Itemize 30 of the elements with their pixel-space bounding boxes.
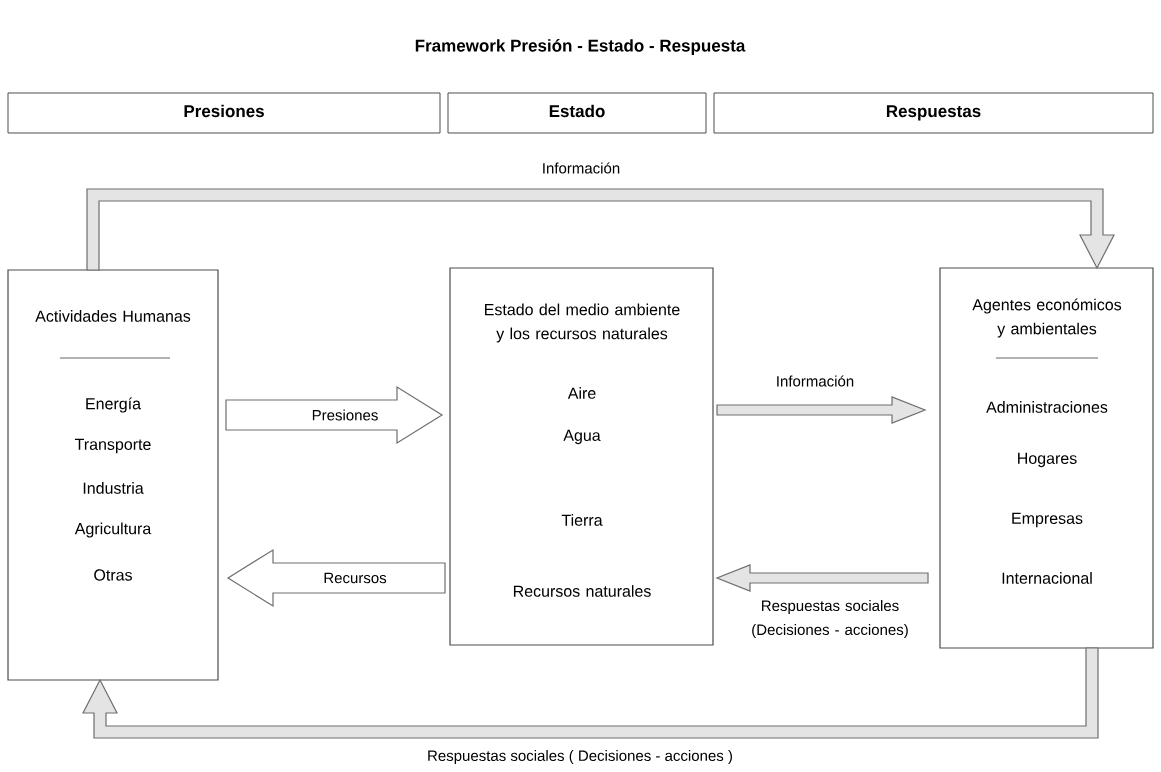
box-heading: Agentes económicos y ambientales [972, 298, 1122, 338]
list-item: Administraciones [986, 401, 1108, 413]
block-arrow [715, 564, 929, 592]
box-heading: Actividades Humanas [35, 310, 191, 322]
header-box: Presiones [7, 92, 441, 134]
list-item: Recursos naturales [513, 585, 651, 597]
list-item: Otras [94, 569, 132, 581]
list-item: Industria [83, 482, 144, 494]
title: Framework Presión - Estado - Respuesta [415, 39, 746, 55]
edge-label: Respuestas sociales (Decisiones - acciones) [752, 600, 908, 638]
box-heading: Estado del medio ambiente y los recursos naturales [485, 303, 680, 343]
header-box: Respuestas [713, 92, 1154, 134]
list-item: Agua [563, 429, 601, 445]
edge-label: Información [543, 162, 620, 174]
list-item: Empresas [1012, 512, 1083, 528]
block-arrow [86, 188, 1115, 271]
edge-label: Respuestas sociales ( Decisiones - acciones ) [428, 750, 732, 764]
list-item: Transporte [75, 438, 151, 454]
block-arrow [82, 647, 1099, 739]
list-item: Internacional [1002, 572, 1092, 584]
list-item: Aire [567, 387, 596, 399]
block-arrow [716, 396, 927, 424]
edge-label: Información [777, 375, 854, 387]
header-box: Estado [447, 92, 707, 134]
list-item: Agricultura [74, 522, 152, 538]
list-item: Hogares [1018, 452, 1077, 468]
list-item: Tierra [561, 514, 603, 526]
block-arrow [226, 548, 446, 608]
edge-label: Presiones [310, 408, 380, 422]
list-item: Energía [86, 397, 142, 413]
